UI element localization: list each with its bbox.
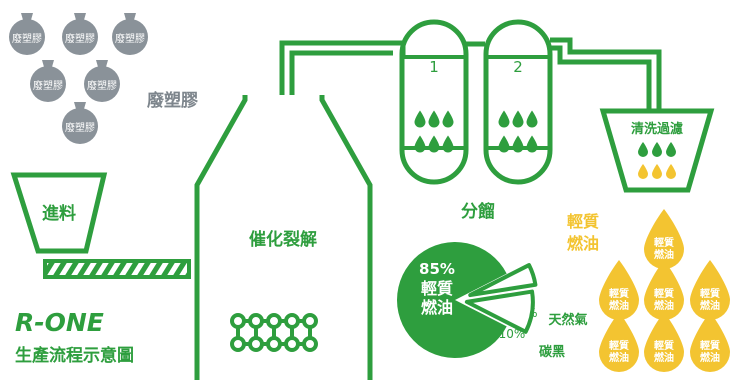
cracking-reactor: 催化裂解 xyxy=(194,95,373,380)
pie-label-gas: 天然氣 xyxy=(548,312,587,328)
green-oil-drop xyxy=(442,135,454,153)
green-oil-drop xyxy=(414,135,426,153)
plastic-bag-label: 廢塑膠 xyxy=(65,121,95,134)
conveyor-screw xyxy=(43,259,191,279)
light-oil-title: 輕質燃油 xyxy=(567,212,599,253)
filter-drop xyxy=(638,142,648,157)
plastic-bag-label: 廢塑膠 xyxy=(65,32,95,45)
light-oil-drop-label: 輕質燃油 xyxy=(654,339,674,364)
light-oil-drop: 輕質燃油 xyxy=(690,312,730,372)
light-oil-drop: 輕質燃油 xyxy=(644,260,684,320)
plastic-bag: 廢塑膠 xyxy=(9,13,45,55)
light-oil-drop-label: 輕質燃油 xyxy=(609,287,629,312)
feed-hopper: 進料 xyxy=(10,172,108,254)
distillation-label: 分餾 xyxy=(461,201,495,222)
waste-plastic-bags: 廢塑膠廢塑膠廢塑膠廢塑膠廢塑膠廢塑膠 xyxy=(9,13,148,144)
green-oil-drop xyxy=(526,110,538,128)
pie-slice-3: 10% 碳黑 xyxy=(464,289,565,360)
column-2-number: 2 xyxy=(513,58,523,76)
filter-drop xyxy=(652,142,662,157)
pie-label-carbon: 碳黑 xyxy=(539,344,565,360)
filter-drop xyxy=(666,164,676,179)
plastic-bag: 廢塑膠 xyxy=(62,13,98,55)
green-oil-drop xyxy=(526,135,538,153)
plastic-bag-label: 廢塑膠 xyxy=(12,32,42,45)
pie-percent-carbon: 10% xyxy=(499,327,526,341)
green-oil-drop xyxy=(512,110,524,128)
light-oil-drop: 輕質燃油 xyxy=(690,260,730,320)
light-oil-drop: 輕質燃油 xyxy=(599,260,639,320)
plastic-bag: 廢塑膠 xyxy=(84,60,120,102)
green-oil-drop xyxy=(498,135,510,153)
column-1-oil-drops xyxy=(414,110,454,153)
oil-pipe xyxy=(550,37,662,110)
wash-filter: 清洗過濾 xyxy=(599,108,715,193)
cracking-label: 催化裂解 xyxy=(249,229,317,250)
light-oil-drop-label: 輕質燃油 xyxy=(700,339,720,364)
pie-label-fuel: 輕質燃油 xyxy=(421,279,453,317)
green-oil-drop xyxy=(414,110,426,128)
distillation-column-2: 2 xyxy=(483,19,553,185)
filter-drop xyxy=(638,164,648,179)
filter-drop xyxy=(652,164,662,179)
brand-name: R-ONE xyxy=(15,308,104,337)
green-oil-drop xyxy=(512,135,524,153)
column-2-oil-drops xyxy=(498,110,538,153)
green-oil-drop xyxy=(442,110,454,128)
light-oil-drop: 輕質燃油 xyxy=(644,209,684,269)
plastic-bag-label: 廢塑膠 xyxy=(115,32,145,45)
light-oil-drop: 輕質燃油 xyxy=(644,312,684,372)
pie-slice-1: 85%輕質燃油 xyxy=(397,242,507,358)
feed-label: 進料 xyxy=(42,203,76,224)
brand-subtitle: 生產流程示意圖 xyxy=(15,345,134,366)
pie-percent-fuel: 85% xyxy=(419,260,455,278)
light-oil-drop-label: 輕質燃油 xyxy=(609,339,629,364)
light-oil-drop: 輕質燃油 xyxy=(599,312,639,372)
filter-drop xyxy=(666,142,676,157)
pie-slice-2: 5%天然氣 xyxy=(468,263,588,328)
green-oil-drop xyxy=(498,110,510,128)
light-oil-drop-label: 輕質燃油 xyxy=(654,287,674,312)
green-oil-drop xyxy=(428,135,440,153)
plastic-bag: 廢塑膠 xyxy=(62,102,98,144)
green-oil-drop xyxy=(428,110,440,128)
plastic-bag: 廢塑膠 xyxy=(112,13,148,55)
distillation-column-1: 1 xyxy=(399,19,469,185)
light-oil-drop-label: 輕質燃油 xyxy=(700,287,720,312)
catalyst-chain xyxy=(230,313,318,352)
light-oil-drop-label: 輕質燃油 xyxy=(654,236,674,261)
column-1-number: 1 xyxy=(429,58,439,76)
plastic-bag: 廢塑膠 xyxy=(30,60,66,102)
vapor-pipe xyxy=(279,40,406,95)
filter-drops xyxy=(638,142,676,179)
plastic-bag-label: 廢塑膠 xyxy=(87,79,117,92)
waste-plastic-title: 廢塑膠 xyxy=(147,90,198,111)
plastic-bag-label: 廢塑膠 xyxy=(33,79,63,92)
filter-label: 清洗過濾 xyxy=(631,121,683,137)
